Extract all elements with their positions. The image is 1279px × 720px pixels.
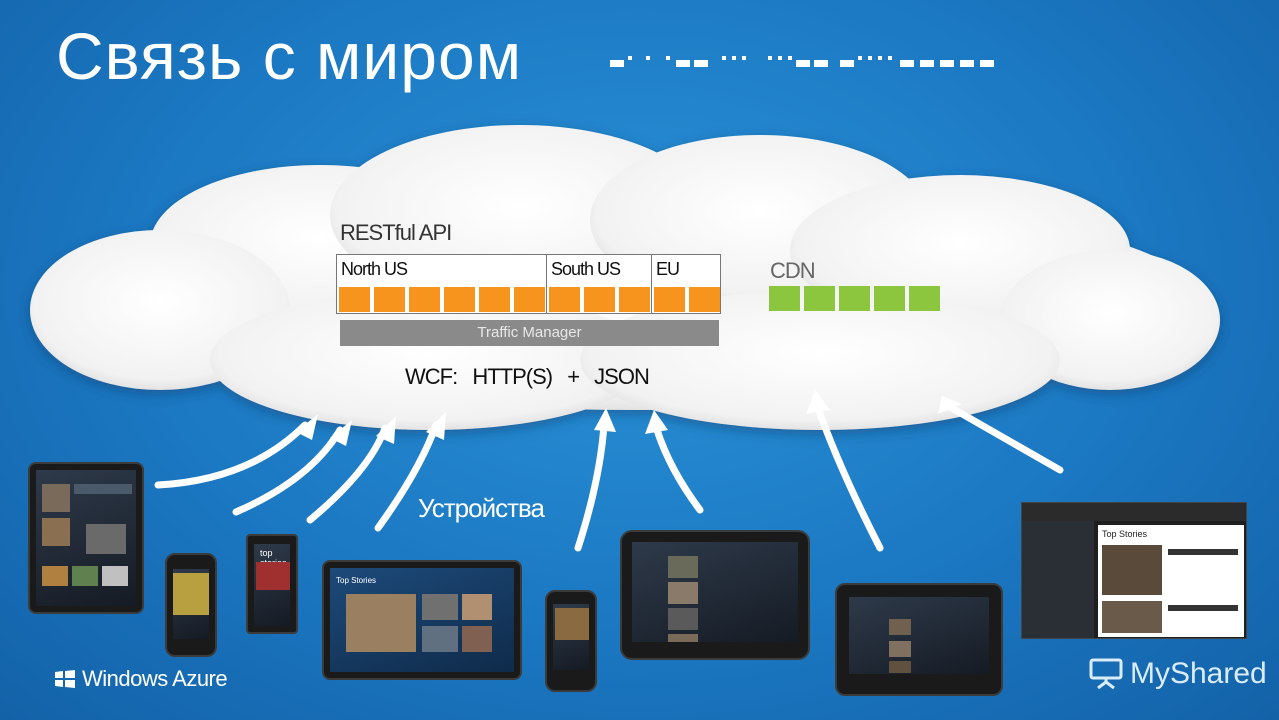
device-screen bbox=[632, 542, 798, 642]
windows-flag-icon bbox=[55, 670, 75, 688]
server-boxes bbox=[339, 287, 545, 312]
windows-azure-logo: Windows Azure bbox=[54, 666, 228, 692]
myshared-text: MyShared bbox=[1130, 657, 1267, 690]
server-box bbox=[339, 287, 370, 312]
server-boxes bbox=[549, 287, 650, 312]
device-screen bbox=[849, 597, 989, 674]
traffic-manager-bar: Traffic Manager bbox=[340, 320, 719, 346]
server-box bbox=[584, 287, 615, 312]
device-screen bbox=[173, 569, 209, 639]
myshared-logo: MyShared bbox=[1088, 656, 1267, 692]
android-tablet-device bbox=[620, 530, 810, 660]
cdn-box bbox=[909, 286, 940, 311]
server-box bbox=[444, 287, 475, 312]
server-box bbox=[374, 287, 405, 312]
restful-api-title: RESTful API bbox=[340, 220, 452, 245]
device-screen: top stories bbox=[254, 544, 290, 626]
windows-phone-device: top stories bbox=[246, 534, 298, 634]
device-screen: Top Stories bbox=[330, 568, 514, 672]
arrowheads bbox=[296, 390, 962, 446]
cdn-boxes bbox=[769, 286, 940, 311]
device-screen bbox=[553, 604, 589, 670]
region-south-us: South US bbox=[546, 254, 652, 314]
region-north-us: North US bbox=[336, 254, 547, 314]
presentation-board-icon bbox=[1089, 658, 1123, 690]
region-label: South US bbox=[551, 259, 621, 279]
browser-section-title: Top Stories bbox=[1102, 529, 1148, 539]
server-box bbox=[654, 287, 685, 312]
android-phone-device bbox=[545, 590, 597, 692]
wcf-protocol-label: WCF: HTTP(S) + JSON bbox=[405, 364, 650, 389]
browser-window: Top Stories bbox=[1021, 502, 1247, 639]
tablet-device bbox=[28, 462, 144, 614]
cdn-box bbox=[839, 286, 870, 311]
server-box bbox=[619, 287, 650, 312]
server-box bbox=[479, 287, 510, 312]
cdn-box bbox=[874, 286, 905, 311]
server-box bbox=[549, 287, 580, 312]
server-box bbox=[689, 287, 720, 312]
windows-tablet-device: Top Stories bbox=[322, 560, 522, 680]
screen-title: Top Stories bbox=[336, 576, 377, 585]
region-label: North US bbox=[341, 259, 408, 279]
page-title: Связь с миром bbox=[56, 19, 523, 93]
devices-label: Устройства bbox=[418, 493, 545, 523]
region-label: EU bbox=[656, 259, 680, 279]
windows-azure-text: Windows Azure bbox=[82, 666, 228, 691]
cdn-label: CDN bbox=[770, 258, 816, 283]
blackberry-tablet-device bbox=[835, 583, 1003, 696]
server-box bbox=[409, 287, 440, 312]
server-boxes bbox=[654, 287, 720, 312]
device-screen bbox=[36, 470, 136, 606]
cdn-box bbox=[769, 286, 800, 311]
region-eu: EU bbox=[651, 254, 721, 314]
phone-device bbox=[165, 553, 217, 657]
server-box bbox=[514, 287, 545, 312]
cdn-box bbox=[804, 286, 835, 311]
morse-decoration bbox=[610, 56, 994, 67]
